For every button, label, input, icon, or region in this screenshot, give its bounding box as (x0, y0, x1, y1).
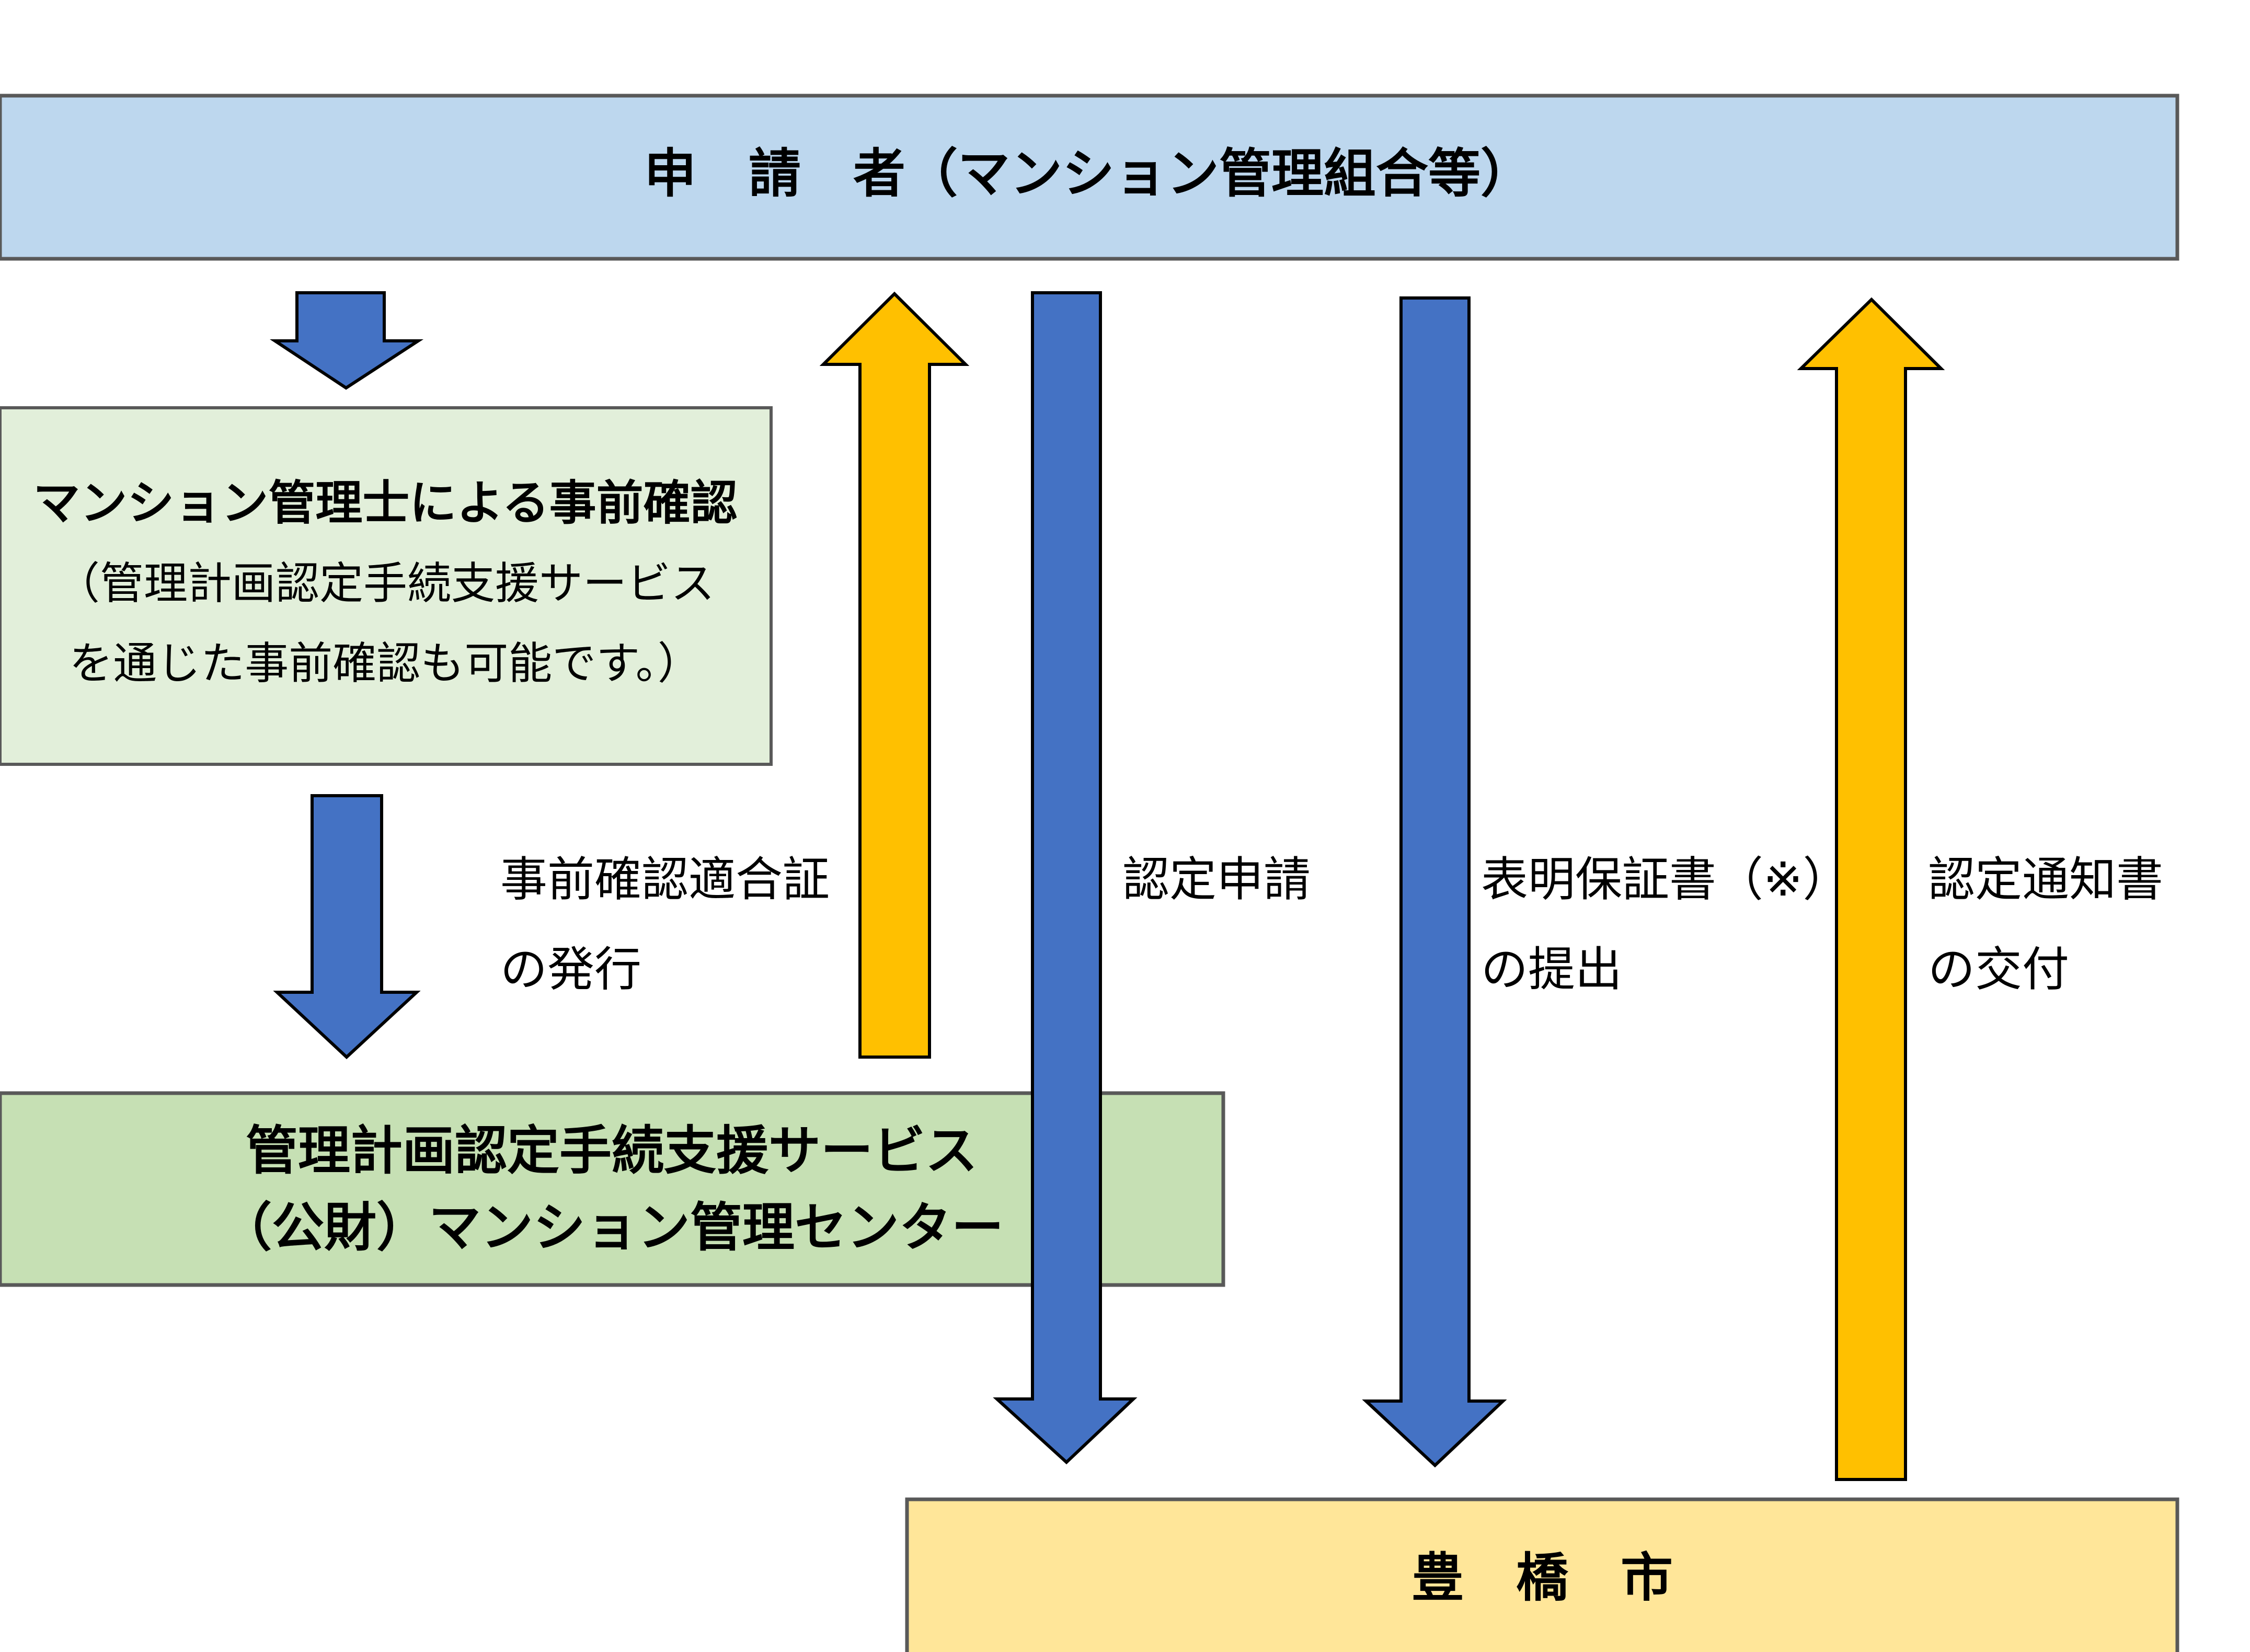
pre-check-title: マンション管理士による事前確認 (33, 476, 737, 531)
certificate-issue-label-line2: の発行 (500, 942, 641, 997)
support-service-line1: 管理計画認定手続支援サービス (246, 1120, 978, 1181)
arrow-application (993, 291, 1138, 1465)
pledge-label-line1: 表明保証書（※） (1481, 852, 1850, 907)
city-box (905, 1497, 2179, 1652)
pledge-label-line2: の提出 (1481, 942, 1622, 997)
applicant-label: 申 請 者（マンション管理組合等） (644, 143, 1533, 204)
arrow-to-support-service (273, 794, 421, 1060)
arrow-notice (1797, 297, 1945, 1481)
city-label: 豊 橋 市 (1411, 1547, 1673, 1608)
pre-check-note-line2: を通じた事前確認も可能です。） (69, 638, 702, 689)
notice-label-line2: の交付 (1928, 942, 2069, 997)
certificate-issue-label-line1: 事前確認適合証 (500, 852, 830, 907)
arrow-pledge (1362, 296, 1507, 1468)
arrow-certificate-issue (819, 291, 970, 1059)
notice-label-line1: 認定通知書 (1928, 852, 2163, 907)
applicant-box (0, 94, 2179, 261)
pre-check-box (0, 406, 773, 766)
support-service-line2: （公財）マンション管理センター (220, 1197, 1004, 1258)
arrow-to-pre-check (270, 291, 424, 390)
application-label: 認定申請 (1122, 852, 1311, 907)
pre-check-note-line1: （管理計画認定手続支援サービス (56, 558, 715, 609)
support-service-box (0, 1091, 1225, 1287)
